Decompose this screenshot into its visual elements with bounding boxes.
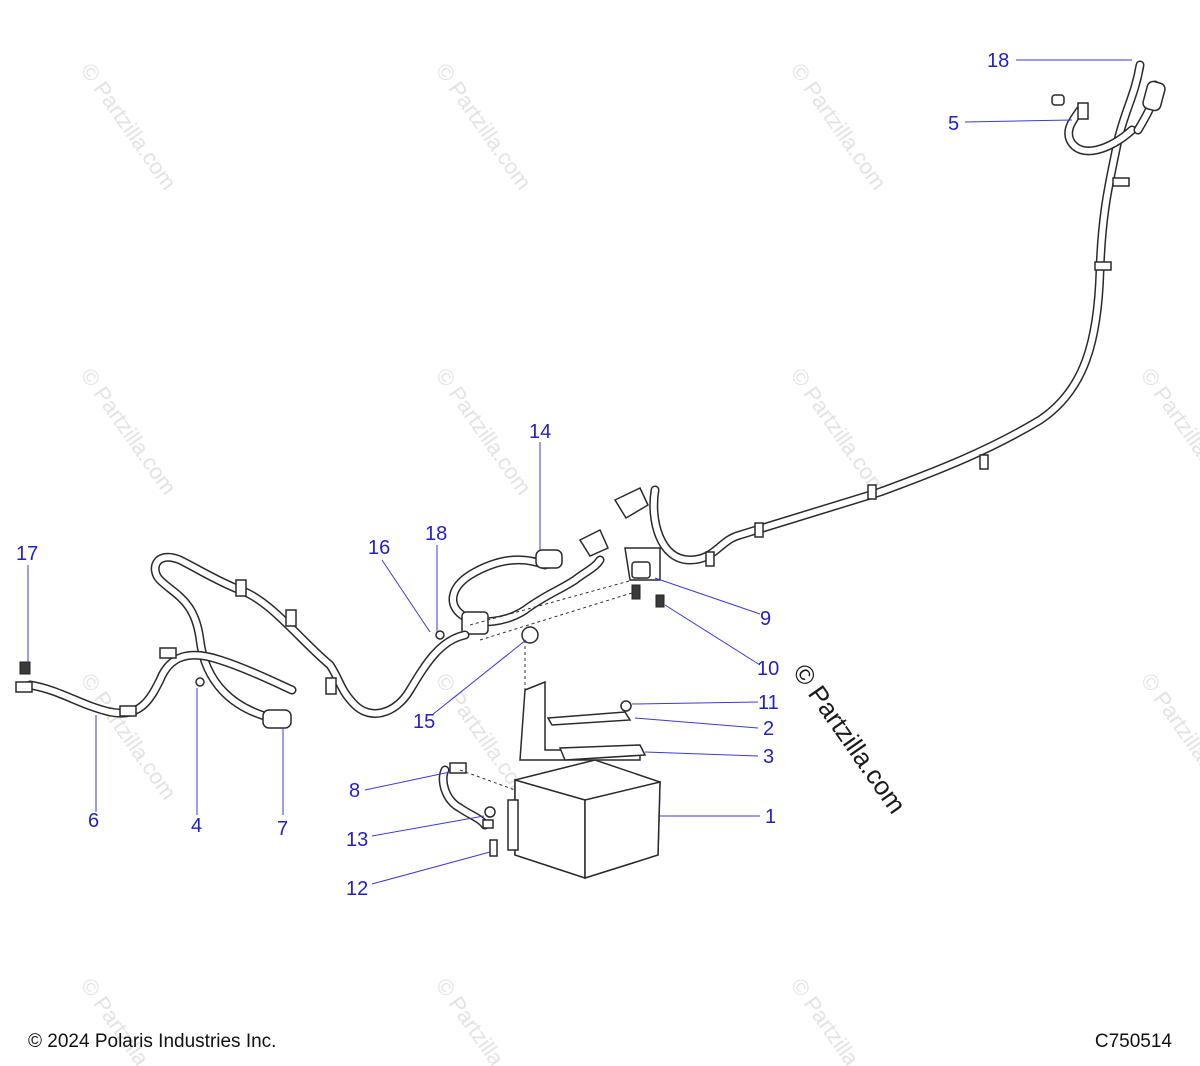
callout-4[interactable]: 4: [191, 815, 202, 837]
callout-9[interactable]: 9: [760, 608, 771, 630]
callout-10[interactable]: 10: [757, 658, 779, 680]
callout-8[interactable]: 8: [349, 780, 360, 802]
watermark: © Partzilla.com: [1136, 364, 1200, 500]
callout-18[interactable]: 18: [987, 50, 1009, 72]
leader-lines: [27, 59, 1132, 885]
watermark: © Partzilla.com: [786, 974, 892, 1066]
callout-5[interactable]: 5: [948, 113, 959, 135]
callout-7[interactable]: 7: [277, 818, 288, 840]
watermark: © Partzilla.com: [786, 59, 892, 195]
callout-11[interactable]: 11: [758, 692, 779, 714]
cable-clips: [705, 177, 1130, 567]
callout-1[interactable]: 1: [765, 806, 776, 828]
drawing-code: C750514: [1094, 1031, 1172, 1052]
watermark: © Partzilla.com: [76, 669, 182, 805]
callout-16[interactable]: 16: [368, 537, 390, 559]
callout-14[interactable]: 14: [529, 421, 551, 443]
center-harness: [435, 549, 641, 690]
watermark: © Partzilla.com: [431, 974, 537, 1066]
relay-assembly: [624, 547, 665, 608]
long-battery-cable: [578, 60, 1166, 567]
callout-13[interactable]: 13: [346, 829, 368, 851]
watermark: © Partzilla.com: [431, 364, 537, 500]
watermark: © Partzilla.com: [1136, 669, 1200, 805]
watermark: © Partzilla.com: [76, 59, 182, 195]
partzilla-stamp: © Partzilla.com: [787, 658, 912, 819]
watermark: © Partzilla.com: [786, 364, 892, 500]
copyright-text: © 2024 Polaris Industries Inc.: [28, 1031, 277, 1052]
callout-layer: 18 5 14 18 16 17 9 10 11 15 2 3 8 1 6 4 …: [16, 50, 1009, 900]
callout-15[interactable]: 15: [413, 711, 435, 733]
left-harness: [15, 553, 470, 729]
callout-17[interactable]: 17: [16, 543, 38, 565]
callout-2[interactable]: 2: [763, 718, 774, 740]
callout-3[interactable]: 3: [763, 746, 774, 768]
callout-6[interactable]: 6: [88, 810, 99, 832]
callout-18[interactable]: 18: [425, 523, 447, 545]
callout-12[interactable]: 12: [346, 878, 368, 900]
watermark: © Partzilla.com: [76, 364, 182, 500]
watermark: © Partzilla.com: [431, 59, 537, 195]
battery-group: [438, 680, 661, 880]
